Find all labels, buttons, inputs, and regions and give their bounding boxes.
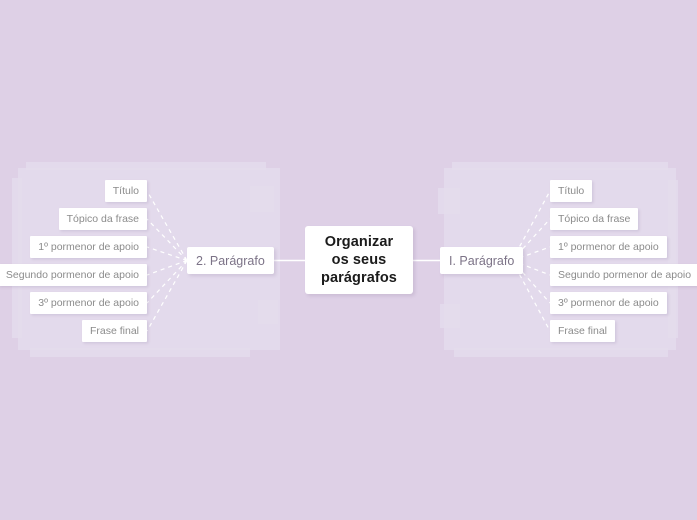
leaf-right-pormenor-2-label: Segundo pormenor de apoio	[558, 269, 692, 281]
leaf-right-pormenor-3[interactable]: 3º pormenor de apoio	[550, 292, 667, 314]
panel-edge-right-side	[668, 180, 678, 338]
branch-node-right-label: I. Parágrafo	[449, 253, 515, 268]
branch-node-left-label: 2. Parágrafo	[196, 253, 265, 268]
panel-edge-left-corner-b	[258, 300, 278, 324]
panel-edge-left-bottom	[30, 348, 250, 357]
leaf-left-pormenor-1[interactable]: 1º pormenor de apoio	[30, 236, 147, 258]
leaf-left-pormenor-3-label: 3º pormenor de apoio	[38, 297, 139, 309]
panel-edge-right-corner-b	[440, 304, 460, 328]
leaf-right-topico-da-frase-label: Tópico da frase	[558, 213, 631, 225]
central-node-line1: Organizar	[324, 234, 394, 250]
leaf-left-topico-da-frase-label: Tópico da frase	[66, 213, 139, 225]
panel-edge-left-side	[12, 178, 22, 338]
leaf-lines-left	[146, 190, 188, 332]
leaf-left-pormenor-2[interactable]: Segundo pormenor de apoio	[0, 264, 147, 286]
panel-edge-left-corner-a	[250, 186, 274, 212]
central-node[interactable]: Organizar os seus parágrafos	[305, 226, 413, 294]
leaf-left-titulo[interactable]: Título	[104, 180, 147, 202]
branch-node-left[interactable]: 2. Parágrafo	[187, 247, 274, 274]
leaf-right-pormenor-2[interactable]: Segundo pormenor de apoio	[550, 264, 697, 286]
leaf-right-pormenor-1-label: 1º pormenor de apoio	[558, 241, 659, 253]
leaf-left-topico-da-frase[interactable]: Tópico da frase	[58, 208, 147, 230]
branch-node-right[interactable]: I. Parágrafo	[440, 247, 524, 274]
leaf-left-pormenor-2-label: Segundo pormenor de apoio	[5, 269, 139, 281]
leaf-left-frase-final-label: Frase final	[89, 325, 139, 337]
central-node-line3: parágrafos	[321, 270, 397, 286]
leaf-left-titulo-label: Título	[112, 185, 139, 197]
leaf-right-pormenor-3-label: 3º pormenor de apoio	[558, 297, 659, 309]
leaf-right-titulo[interactable]: Título	[550, 180, 593, 202]
leaf-right-pormenor-1[interactable]: 1º pormenor de apoio	[550, 236, 667, 258]
panel-edge-right-bottom	[454, 348, 668, 357]
leaf-right-titulo-label: Título	[558, 185, 585, 197]
leaf-right-topico-da-frase[interactable]: Tópico da frase	[550, 208, 639, 230]
panel-edge-left-top	[26, 162, 266, 170]
leaf-right-frase-final[interactable]: Frase final	[550, 320, 616, 342]
panel-edge-right-top	[452, 162, 668, 170]
leaf-right-frase-final-label: Frase final	[558, 325, 608, 337]
leaf-left-pormenor-1-label: 1º pormenor de apoio	[38, 241, 139, 253]
panel-edge-right-corner-a	[438, 188, 460, 214]
leaf-left-pormenor-3[interactable]: 3º pormenor de apoio	[30, 292, 147, 314]
leaf-left-frase-final[interactable]: Frase final	[81, 320, 147, 342]
central-node-line2: os seus	[331, 252, 387, 268]
